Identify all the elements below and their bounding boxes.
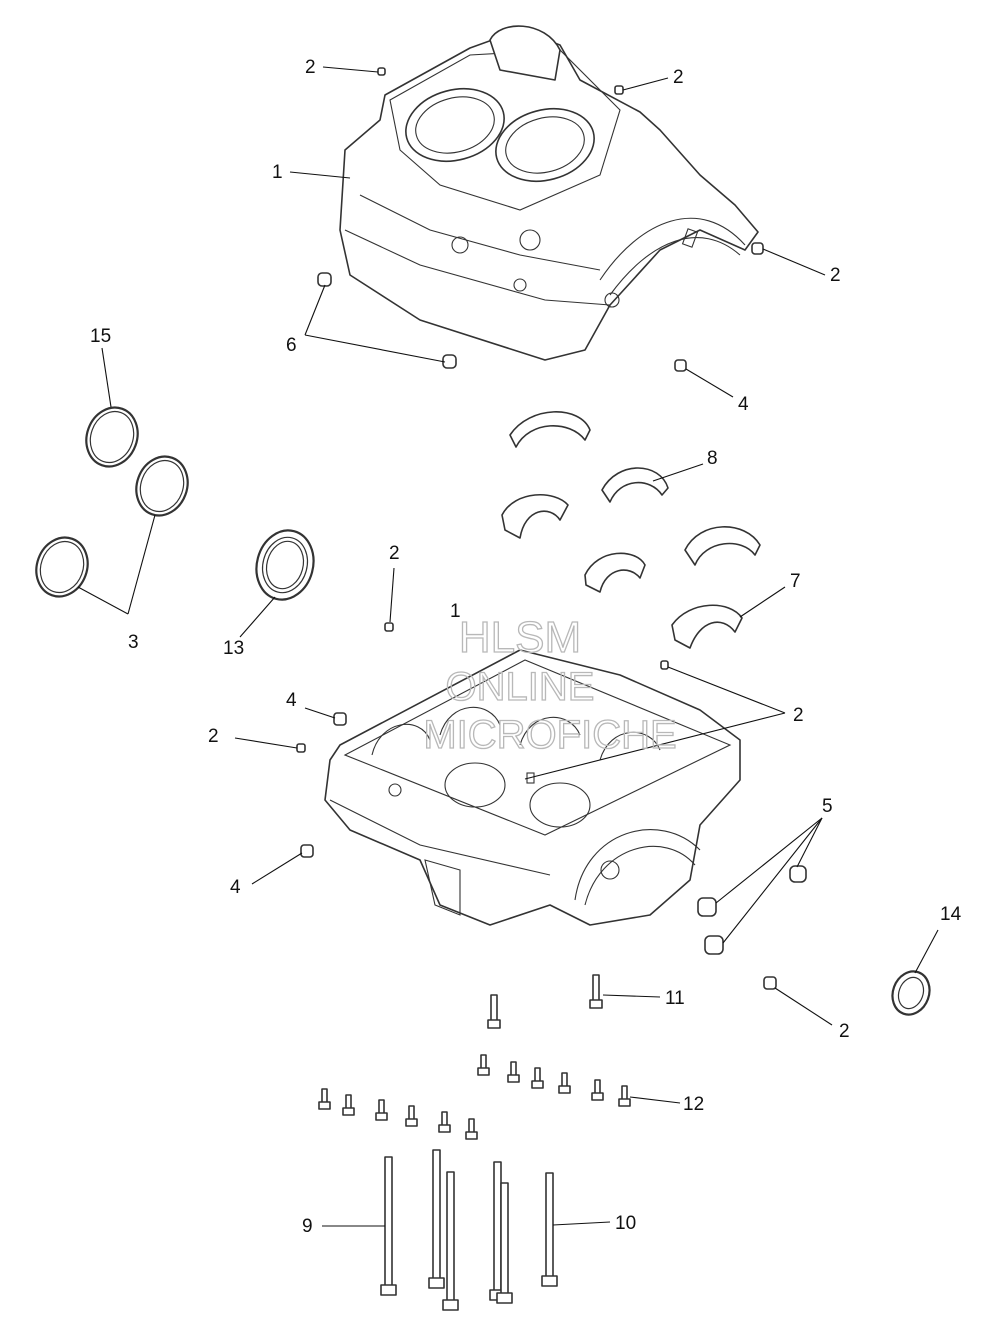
callout-9: 9 [302,1216,313,1237]
leader-lines [77,66,939,1227]
callout-4: 4 [738,394,749,415]
callout-4: 4 [230,877,241,898]
lower-crankcase [324,649,741,926]
callout-10: 10 [615,1213,636,1234]
dowel-pins-lower [296,622,777,990]
long-bolts [380,1149,558,1311]
upper-crankcase [339,25,759,361]
bolts-12 [318,1054,631,1140]
callout-7: 7 [790,571,801,592]
watermark-line-3: MICROFICHE [423,713,676,757]
watermark: HLSM ONLINE MICROFICHE [423,612,678,757]
watermark-line-1: HLSM [459,613,581,662]
bolt-single [487,994,501,1029]
callout-13: 13 [223,638,244,659]
callout-2: 2 [305,57,316,78]
bolt-11 [589,974,603,1009]
callout-14: 14 [940,904,962,925]
callout-2: 2 [389,543,400,564]
callout-1: 1 [450,601,461,622]
watermark-line-2: ONLINE [446,665,595,709]
callout-2: 2 [208,726,219,747]
callout-1: 1 [272,162,283,183]
callout-3: 3 [128,632,139,653]
callout-2: 2 [673,67,684,88]
callout-11: 11 [665,988,685,1009]
callout-6: 6 [286,335,297,356]
callout-2: 2 [793,705,804,726]
callout-8: 8 [707,448,718,469]
callout-15: 15 [90,326,111,347]
callout-labels: 2 2 1 2 6 4 15 3 8 7 13 2 1 2 4 2 4 5 14… [90,57,962,1237]
callout-12: 12 [683,1094,704,1115]
callout-4: 4 [286,690,297,711]
crank-seal-small [891,970,931,1016]
o-rings [35,406,189,598]
bearing-shells [501,411,761,649]
callout-2: 2 [830,265,841,286]
bushings [697,865,807,955]
callout-2: 2 [839,1021,850,1042]
callout-5: 5 [822,796,833,817]
crank-seal-large [255,529,315,601]
